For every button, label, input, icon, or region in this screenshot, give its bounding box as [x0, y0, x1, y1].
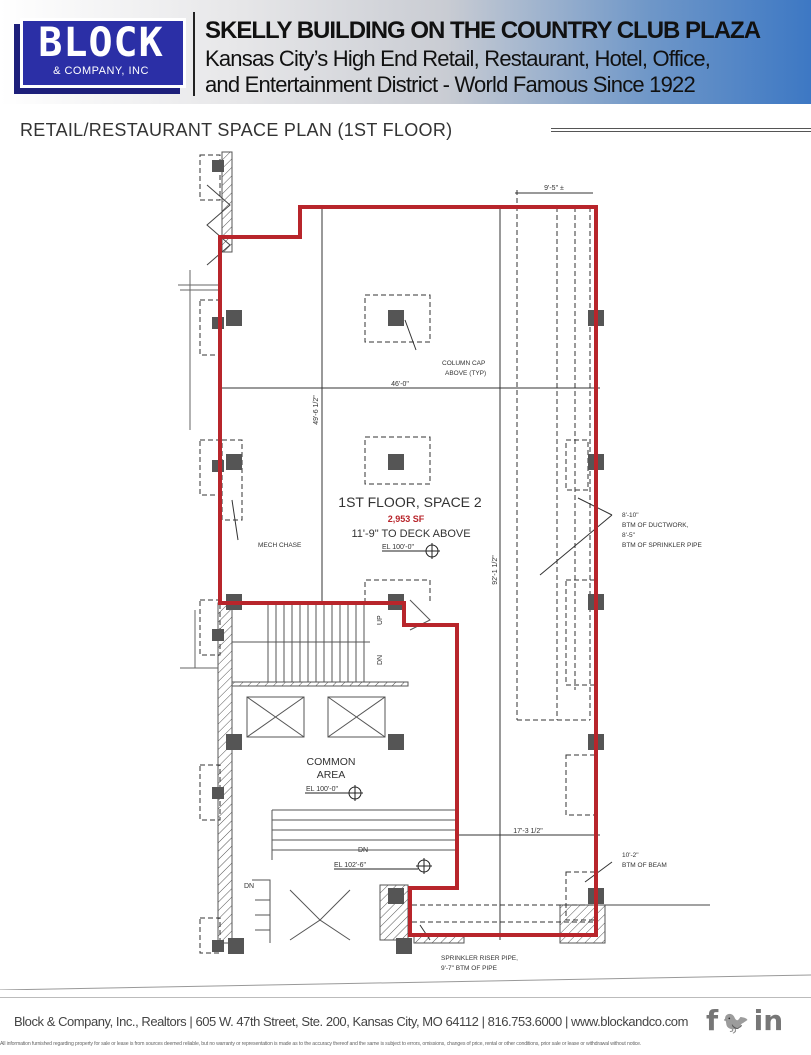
dimension-top: 9'-5" ±	[544, 185, 564, 192]
logo-box	[20, 18, 186, 88]
stair-down-label: DN	[377, 655, 384, 665]
elevation-label: EL 100'-0"	[382, 544, 414, 551]
section-title: RETAIL/RESTAURANT SPACE PLAN (1ST FLOOR)	[20, 120, 453, 140]
space-name-label: 1ST FLOOR, SPACE 2	[338, 494, 482, 510]
riser-label-1: SPRINKLER RISER PIPE,	[441, 955, 518, 962]
footer-address: Block & Company, Inc., Realtors | 605 W.…	[14, 1014, 688, 1029]
ceiling-height-label: 11'-9" TO DECK ABOVE	[351, 528, 470, 540]
header-divider	[193, 12, 195, 96]
plan-labels: 1ST FLOOR, SPACE 2 2,953 SF 11'-9" TO DE…	[244, 185, 703, 972]
riser-label-2: 9'-7" BTM OF PIPE	[441, 965, 498, 972]
floor-plan: 1ST FLOOR, SPACE 2 2,953 SF 11'-9" TO DE…	[0, 151, 811, 990]
column-cap-label-2: ABOVE (TYP)	[445, 370, 486, 377]
linkedin-icon[interactable]: in	[753, 1004, 784, 1037]
space-area-label: 2,953 SF	[388, 514, 425, 524]
lower-elevation-label: EL 102'-6"	[334, 862, 366, 869]
social-links: f🐦in	[706, 1004, 787, 1037]
disclaimer: All information furnished regarding prop…	[0, 1041, 642, 1047]
dimension-long: 92'-1 1/2"	[492, 555, 499, 585]
common-area-label: COMMON	[307, 756, 356, 768]
column-cap-label: COLUMN CAP	[442, 360, 485, 367]
duct-label-4: BTM OF SPRINKLER PIPE	[622, 542, 702, 549]
common-elevation-label: EL 100'-0"	[306, 786, 338, 793]
duct-label-2: BTM OF DUCTWORK,	[622, 522, 689, 529]
elevation-markers	[305, 543, 440, 874]
mech-chase-label: MECH CHASE	[258, 542, 302, 549]
subtitle-line-2: and Entertainment District - World Famou…	[205, 72, 696, 97]
dimension-lines	[220, 192, 613, 941]
facebook-icon[interactable]: f	[706, 1004, 719, 1037]
structural-columns	[212, 160, 604, 954]
footer-rule	[0, 997, 811, 998]
stair-down-label-2: DN	[358, 847, 368, 854]
exterior-walls	[0, 151, 811, 990]
stair-down-label-3: DN	[244, 883, 254, 890]
dimension-depth: 49'-6 1/2"	[313, 395, 320, 425]
stair-up-label: UP	[377, 615, 384, 625]
page-title: SKELLY BUILDING ON THE COUNTRY CLUB PLAZ…	[205, 17, 761, 44]
beam-label-1: 10'-2"	[622, 852, 639, 859]
stairs-and-elevators	[231, 599, 457, 943]
section-rule	[551, 128, 811, 132]
logo-name: BLOCK	[38, 20, 164, 66]
twitter-icon[interactable]: 🐦	[722, 1011, 750, 1036]
dashed-overhead-lines	[199, 154, 597, 954]
duct-label-3: 8'-5"	[622, 532, 636, 539]
dimension-width: 46'-0"	[391, 381, 409, 388]
dimension-bottom: 17'-3 1/2"	[513, 828, 543, 835]
block-company-logo: BLOCK & COMPANY, INC	[10, 18, 186, 88]
beam-label-2: BTM OF BEAM	[622, 862, 667, 869]
common-area-label-2: AREA	[317, 769, 346, 781]
leased-space-outline[interactable]	[218, 205, 598, 937]
logo-sub: & COMPANY, INC	[53, 65, 149, 77]
header-banner: BLOCK & COMPANY, INC SKELLY BUILDING ON …	[0, 0, 811, 104]
duct-label-1: 8'-10"	[622, 512, 639, 519]
subtitle-line-1: Kansas City’s High End Retail, Restauran…	[205, 46, 711, 71]
